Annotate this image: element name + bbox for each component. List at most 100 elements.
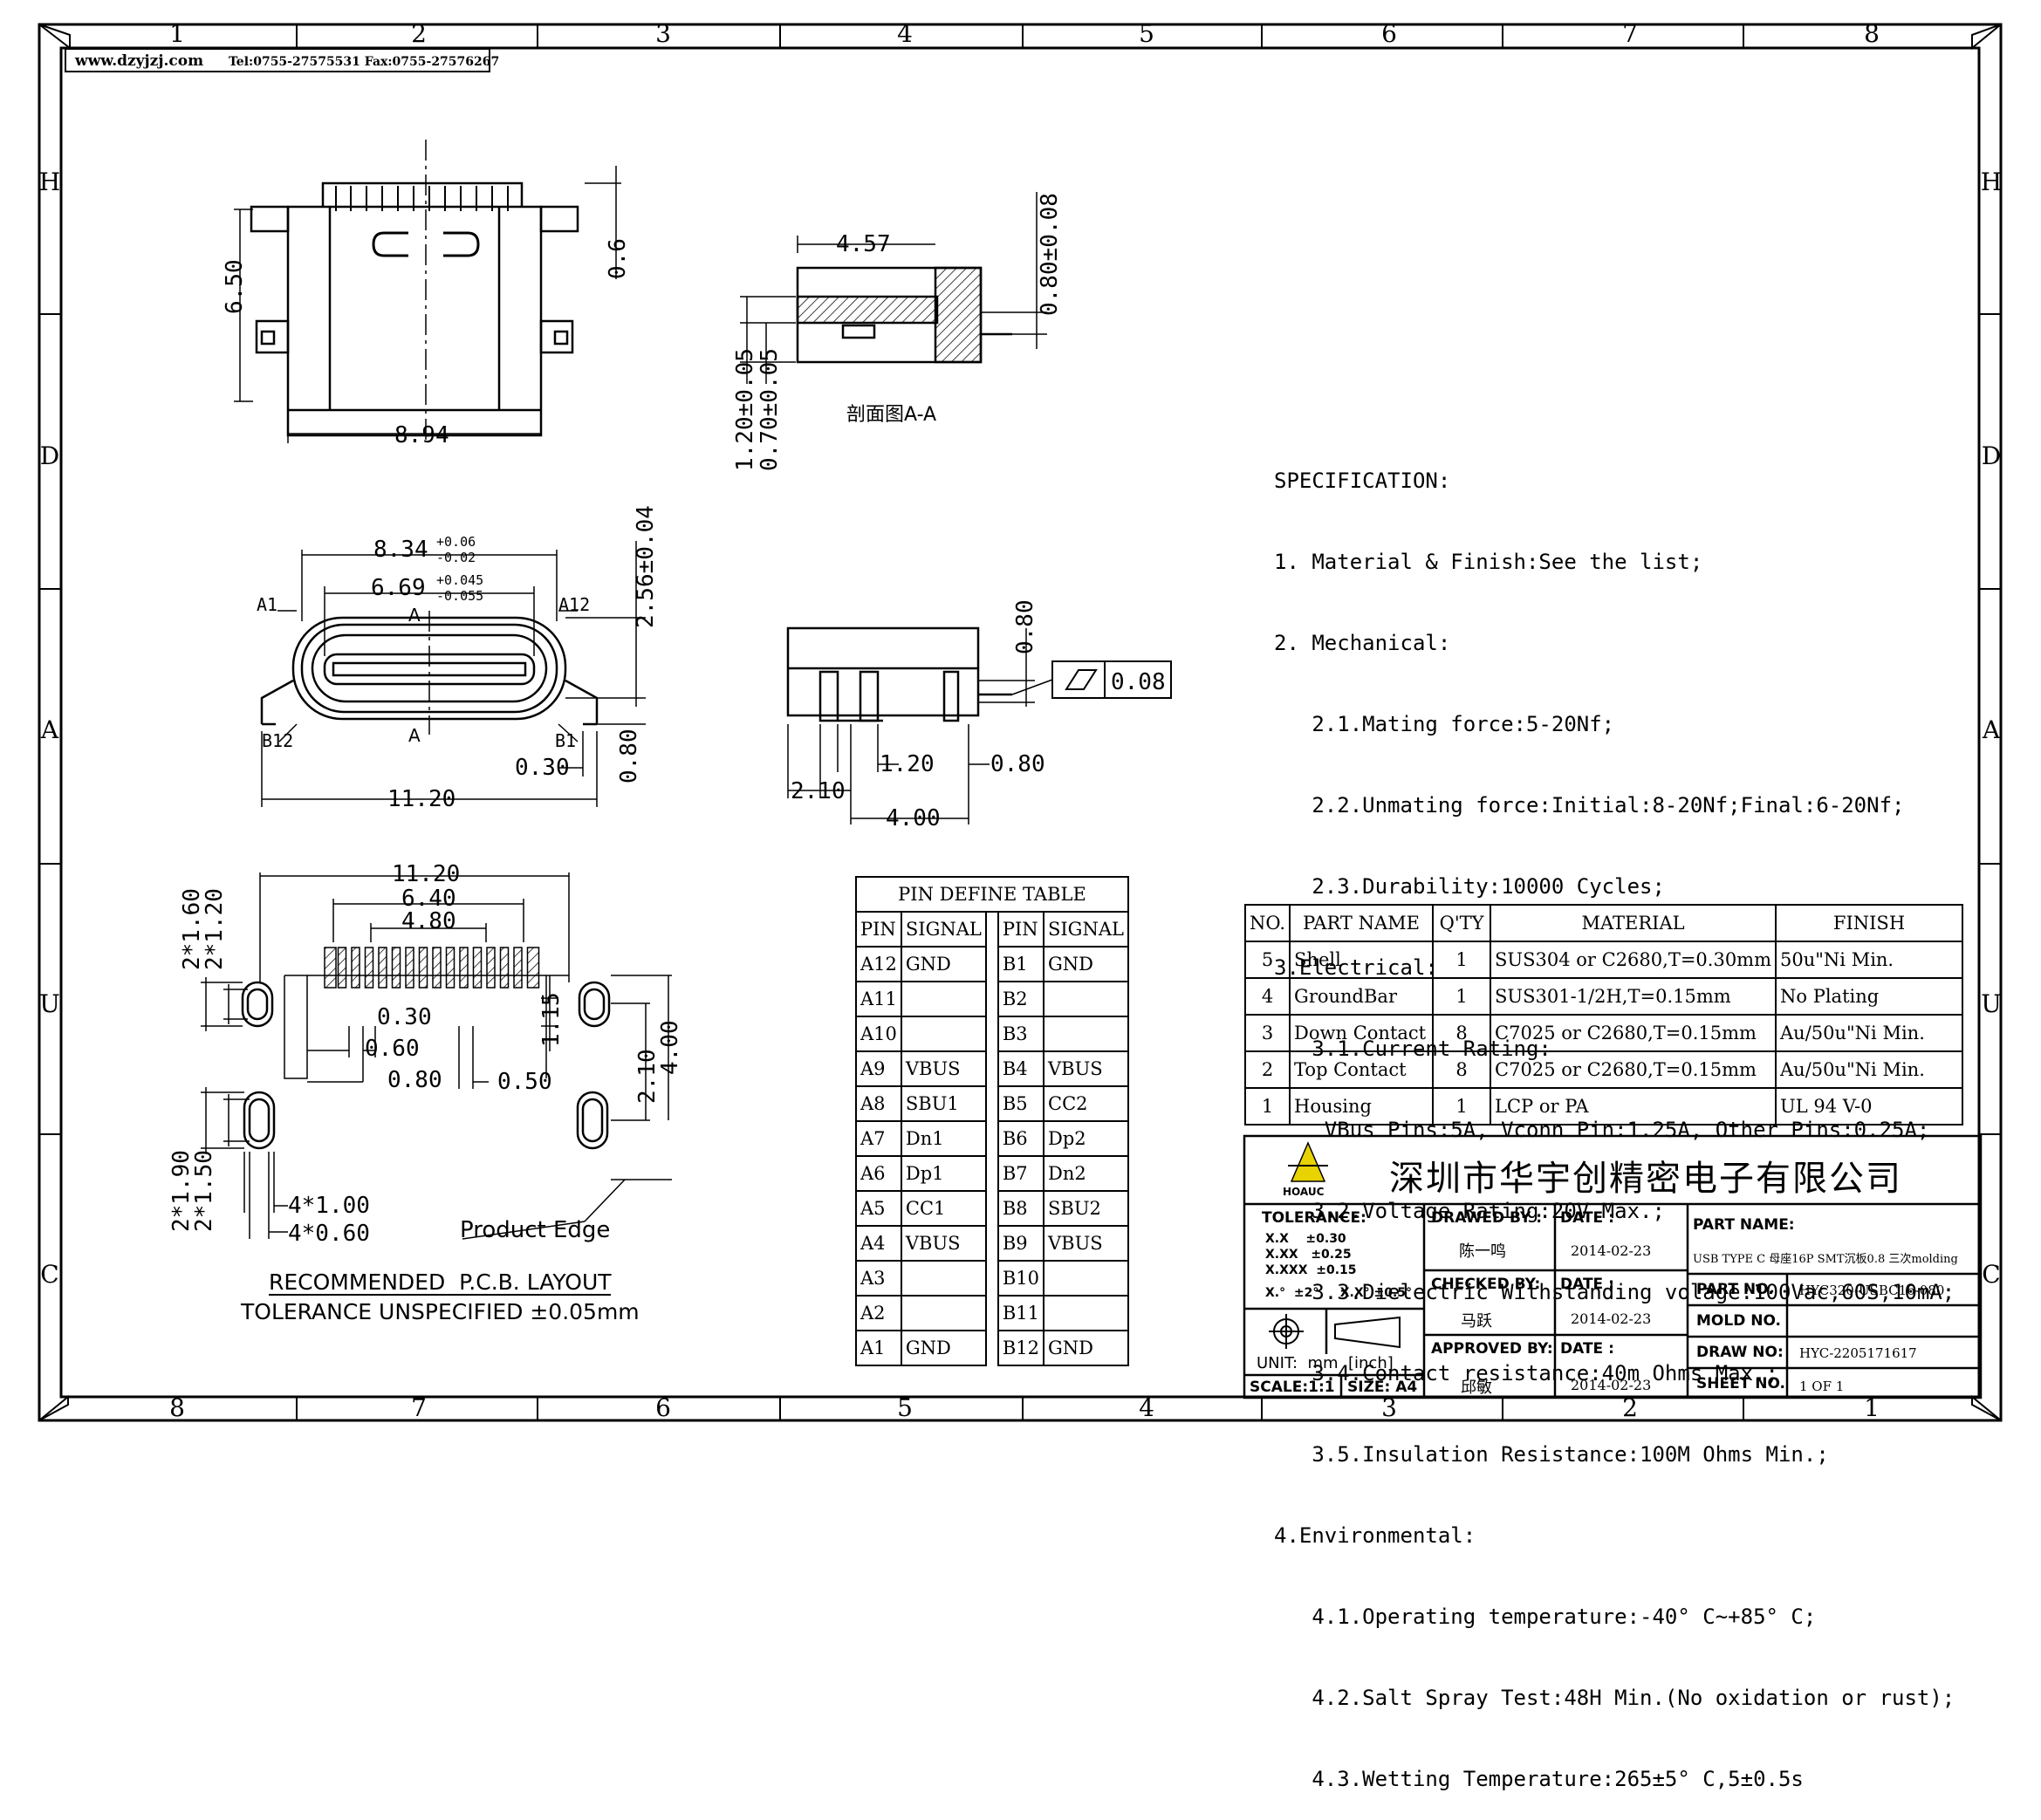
top-view xyxy=(234,140,621,445)
date-label: DATE : xyxy=(1560,1340,1614,1358)
pin-id-cell: B7 xyxy=(997,1155,1045,1192)
pcb-pads xyxy=(324,947,540,989)
inner-frame xyxy=(59,46,1981,1399)
pcb-pad xyxy=(472,947,483,989)
pin-id-cell: B4 xyxy=(997,1050,1045,1087)
draw-no-label: DRAW NO: xyxy=(1696,1344,1784,1361)
pcb-pad xyxy=(459,947,469,989)
zone-number-bottom: 5 xyxy=(897,1393,913,1422)
pin-id-cell: B5 xyxy=(997,1085,1045,1122)
parts-cell: 50u"Ni Min. xyxy=(1775,941,1964,979)
pin-id-cell: B1 xyxy=(997,946,1045,982)
zone-number-top: 8 xyxy=(1864,19,1880,48)
approved-by-label: APPROVED BY: xyxy=(1431,1340,1553,1358)
tolerance-label: TOLERANCE: xyxy=(1262,1209,1366,1227)
pin-table-header: PIN xyxy=(997,911,1045,948)
spec-line: 3.4.Contact resistance:40m Ohms Max.; xyxy=(1274,1361,1778,1386)
parts-header: PART NAME xyxy=(1289,904,1435,942)
dim-side-400: 4.00 xyxy=(886,805,941,831)
pin-id-cell: A6 xyxy=(855,1155,902,1192)
pin-id-cell: B3 xyxy=(997,1016,1045,1052)
pin-signal-cell xyxy=(1043,981,1129,1017)
pin-id-cell: B11 xyxy=(997,1295,1045,1331)
checked-by-label: CHECKED BY: xyxy=(1431,1276,1541,1293)
pin-signal-cell xyxy=(900,1295,987,1331)
pin-id-cell: B9 xyxy=(997,1225,1045,1262)
dim-pcb-080: 0.80 xyxy=(387,1067,442,1093)
drawing-sheet: 1 2 3 4 5 6 7 8 8 7 6 5 4 3 2 1 H D A U … xyxy=(38,19,2003,1422)
zone-number-bottom: 7 xyxy=(411,1393,427,1422)
pin-table-row: A10 B3 xyxy=(855,1016,1129,1052)
checked-by-name: 马跃 xyxy=(1461,1312,1492,1331)
pcb-pad xyxy=(378,947,387,989)
label-a1: A1 xyxy=(257,594,277,615)
dim-pcb-400: 4.00 xyxy=(657,1020,683,1075)
pin-id-cell: A9 xyxy=(855,1050,902,1087)
spec-line: 3.3.Dielectric Withstanding volage:100Va… xyxy=(1274,1280,1955,1304)
parts-header: FINISH xyxy=(1775,904,1964,942)
approved-by-name: 邱敏 xyxy=(1461,1379,1492,1397)
zone-number-top: 2 xyxy=(411,19,427,48)
parts-cell: Au/50u"Ni Min. xyxy=(1775,1050,1964,1089)
sheet-no-label: SHEET NO. xyxy=(1696,1375,1785,1392)
zone-number-bottom: 2 xyxy=(1622,1393,1638,1422)
parts-cell: UL 94 V-0 xyxy=(1775,1087,1964,1126)
dim-front-080: 0.80 xyxy=(616,729,642,783)
dim-top-pin: 0.6 xyxy=(605,238,631,279)
parts-header: Q'TY xyxy=(1432,904,1492,942)
zone-letter-right: H xyxy=(1981,168,2002,196)
pin-signal-cell: GND xyxy=(900,1330,987,1366)
dim-front-1120: 11.20 xyxy=(387,786,455,812)
tolerance-xxx: X.XXX ±0.15 xyxy=(1265,1263,1357,1277)
zone-number-top: 6 xyxy=(1381,19,1397,48)
section-view xyxy=(740,192,1047,384)
tolerance-x: X.X ±0.30 xyxy=(1265,1232,1346,1246)
date-checked: 2014-02-23 xyxy=(1571,1310,1652,1327)
parts-cell: Top Contact xyxy=(1289,1050,1435,1089)
pin-signal-cell: CC2 xyxy=(1043,1085,1129,1122)
pin-signal-cell: VBUS xyxy=(1043,1225,1129,1262)
pcb-pad xyxy=(526,947,540,989)
zone-number-top: 7 xyxy=(1622,19,1638,48)
spec-line: SPECIFICATION: xyxy=(1274,469,1451,493)
pin-signal-cell xyxy=(1043,1260,1129,1297)
parts-cell: 5 xyxy=(1243,941,1291,979)
zone-number-top: 3 xyxy=(655,19,671,48)
dim-pcb-2x120: 2*1.20 xyxy=(202,888,228,970)
parts-header: MATERIAL xyxy=(1490,904,1777,942)
pin-signal-cell: GND xyxy=(900,946,987,982)
dim-pcb-210: 2.10 xyxy=(634,1049,661,1104)
pin-signal-cell xyxy=(1043,1016,1129,1052)
zone-letter-left: C xyxy=(40,1260,58,1289)
front-view xyxy=(260,541,646,807)
pin-define-table: PIN DEFINE TABLE PIN SIGNAL PIN SIGNAL A… xyxy=(855,876,1129,1366)
parts-cell: Shell xyxy=(1289,941,1435,979)
pin-signal-cell: Dp1 xyxy=(900,1155,987,1192)
parts-cell: C7025 or C2680,T=0.15mm xyxy=(1490,1050,1777,1089)
date-approved: 2014-02-23 xyxy=(1571,1377,1652,1393)
parts-cell: 1 xyxy=(1432,1087,1492,1126)
dim-front-834: 8.34 xyxy=(373,537,428,563)
pcb-layout xyxy=(201,872,672,1240)
dim-pcb-050: 0.50 xyxy=(497,1069,552,1095)
company-name: 深圳市华宇创精密电子有限公司 xyxy=(1389,1159,1902,1199)
parts-cell: SUS301-1/2H,T=0.15mm xyxy=(1490,977,1777,1016)
pin-id-cell: A10 xyxy=(855,1016,902,1052)
label-section-a-top: A xyxy=(408,605,421,626)
pin-id-cell: A12 xyxy=(855,946,902,982)
drawn-by-label: DRAWED BY : xyxy=(1431,1209,1543,1227)
parts-cell: Housing xyxy=(1289,1087,1435,1126)
pin-id-cell: A8 xyxy=(855,1085,902,1122)
zone-letter-left: D xyxy=(40,441,59,470)
pin-table-header: PIN xyxy=(855,911,902,948)
pcb-pad xyxy=(445,947,455,989)
